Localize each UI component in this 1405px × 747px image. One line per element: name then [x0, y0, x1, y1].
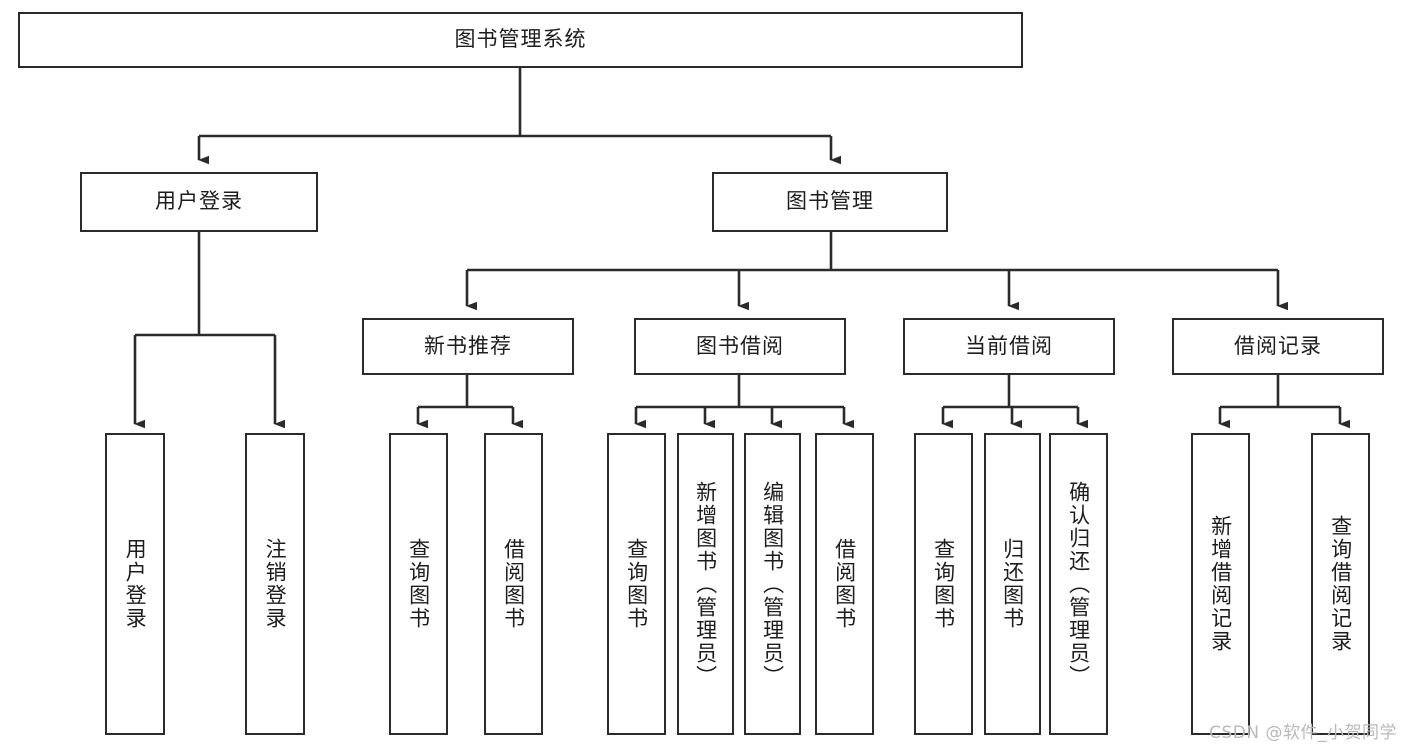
- node-book-borrow[interactable]: 图书借阅: [634, 318, 846, 375]
- node-new-book-recommend[interactable]: 新书推荐: [362, 318, 574, 375]
- node-root-system[interactable]: 图书管理系统: [18, 12, 1023, 68]
- node-label: 查询图书: [931, 538, 956, 630]
- node-current-borrow[interactable]: 当前借阅: [903, 318, 1115, 375]
- node-label: 借阅记录: [1234, 333, 1322, 358]
- node-label: 新增图书（管理员）: [693, 480, 718, 688]
- node-label: 归还图书: [1000, 538, 1025, 630]
- node-book-management[interactable]: 图书管理: [712, 172, 948, 232]
- node-label: 新书推荐: [424, 333, 512, 358]
- leaf-record-query-borrow-record[interactable]: 查询借阅记录: [1311, 433, 1370, 735]
- leaf-current-confirm-return-admin[interactable]: 确认归还（管理员）: [1049, 433, 1108, 735]
- leaf-record-add-borrow-record[interactable]: 新增借阅记录: [1191, 433, 1250, 735]
- leaf-logout[interactable]: 注销登录: [245, 433, 305, 735]
- node-label: 用户登录: [123, 538, 148, 630]
- node-label: 查询图书: [406, 538, 431, 630]
- leaf-recommend-borrow-book[interactable]: 借阅图书: [484, 433, 543, 735]
- leaf-borrow-edit-book-admin[interactable]: 编辑图书（管理员）: [744, 433, 801, 735]
- leaf-borrow-query-book[interactable]: 查询图书: [607, 433, 666, 735]
- node-label: 查询借阅记录: [1328, 515, 1353, 653]
- node-user-login[interactable]: 用户登录: [80, 172, 318, 232]
- node-label: 新增借阅记录: [1208, 515, 1233, 653]
- leaf-recommend-query-book[interactable]: 查询图书: [389, 433, 448, 735]
- node-label: 查询图书: [624, 538, 649, 630]
- leaf-borrow-add-book-admin[interactable]: 新增图书（管理员）: [677, 433, 734, 735]
- watermark-text: CSDN @软件_小贺同学: [1209, 723, 1397, 743]
- node-label: 图书管理: [786, 189, 874, 214]
- node-label: 注销登录: [263, 538, 288, 630]
- node-label: 当前借阅: [965, 333, 1053, 358]
- node-label: 图书管理系统: [454, 27, 587, 52]
- node-label: 图书借阅: [696, 333, 784, 358]
- node-borrow-record[interactable]: 借阅记录: [1172, 318, 1384, 375]
- node-label: 借阅图书: [501, 538, 526, 630]
- node-label: 编辑图书（管理员）: [760, 480, 785, 688]
- node-label: 借阅图书: [832, 538, 857, 630]
- leaf-current-query-book[interactable]: 查询图书: [914, 433, 973, 735]
- leaf-current-return-book[interactable]: 归还图书: [984, 433, 1041, 735]
- node-label: 用户登录: [155, 189, 243, 214]
- leaf-user-login[interactable]: 用户登录: [105, 433, 165, 735]
- leaf-borrow-borrow-book[interactable]: 借阅图书: [815, 433, 874, 735]
- node-label: 确认归还（管理员）: [1066, 480, 1091, 688]
